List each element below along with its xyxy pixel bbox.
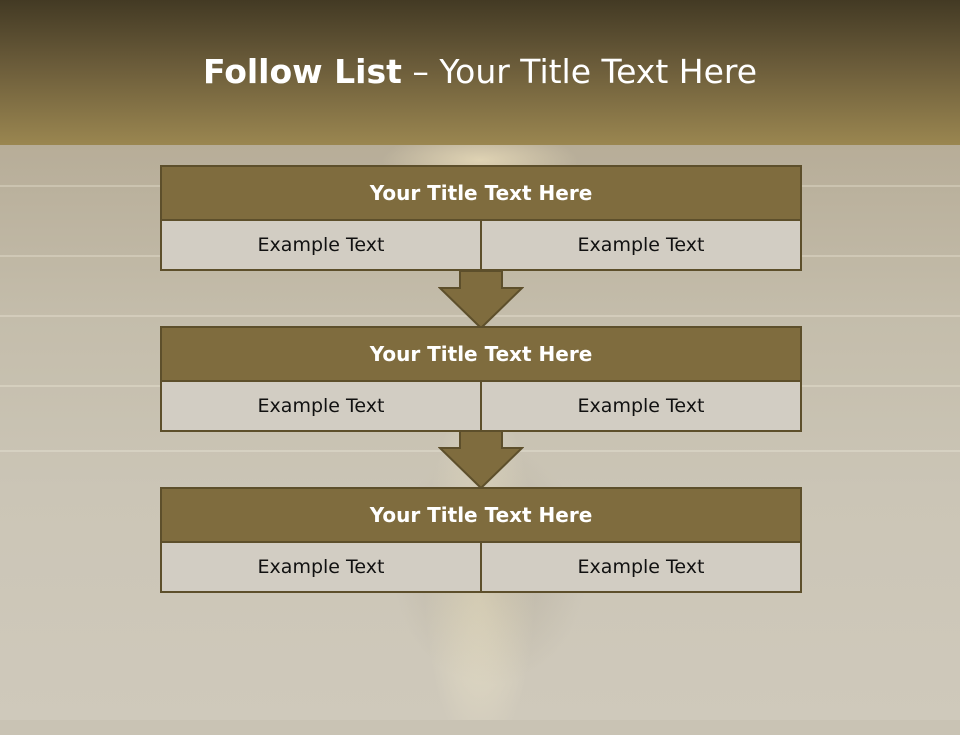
block-cell-right: Example Text xyxy=(480,543,800,591)
block-title: Your Title Text Here xyxy=(160,165,802,221)
slide-header: Follow List – Your Title Text Here xyxy=(0,0,960,145)
block-row: Example Text Example Text xyxy=(160,382,802,432)
block-cell-right: Example Text xyxy=(480,221,800,269)
down-arrow-icon xyxy=(438,431,524,489)
block-row: Example Text Example Text xyxy=(160,221,802,271)
block-cell-right: Example Text xyxy=(480,382,800,430)
block-cell-left: Example Text xyxy=(162,382,480,430)
block-title: Your Title Text Here xyxy=(160,326,802,382)
block-row: Example Text Example Text xyxy=(160,543,802,593)
slide-title: Follow List – Your Title Text Here xyxy=(0,52,960,91)
block-cell-left: Example Text xyxy=(162,543,480,591)
follow-list-block-3: Your Title Text Here Example Text Exampl… xyxy=(160,487,802,593)
slide-title-bold: Follow List xyxy=(202,52,402,91)
slide-title-rest: – Your Title Text Here xyxy=(401,52,758,91)
follow-list-block-2: Your Title Text Here Example Text Exampl… xyxy=(160,326,802,432)
follow-list-block-1: Your Title Text Here Example Text Exampl… xyxy=(160,165,802,271)
block-cell-left: Example Text xyxy=(162,221,480,269)
down-arrow-icon xyxy=(438,271,524,329)
block-title: Your Title Text Here xyxy=(160,487,802,543)
